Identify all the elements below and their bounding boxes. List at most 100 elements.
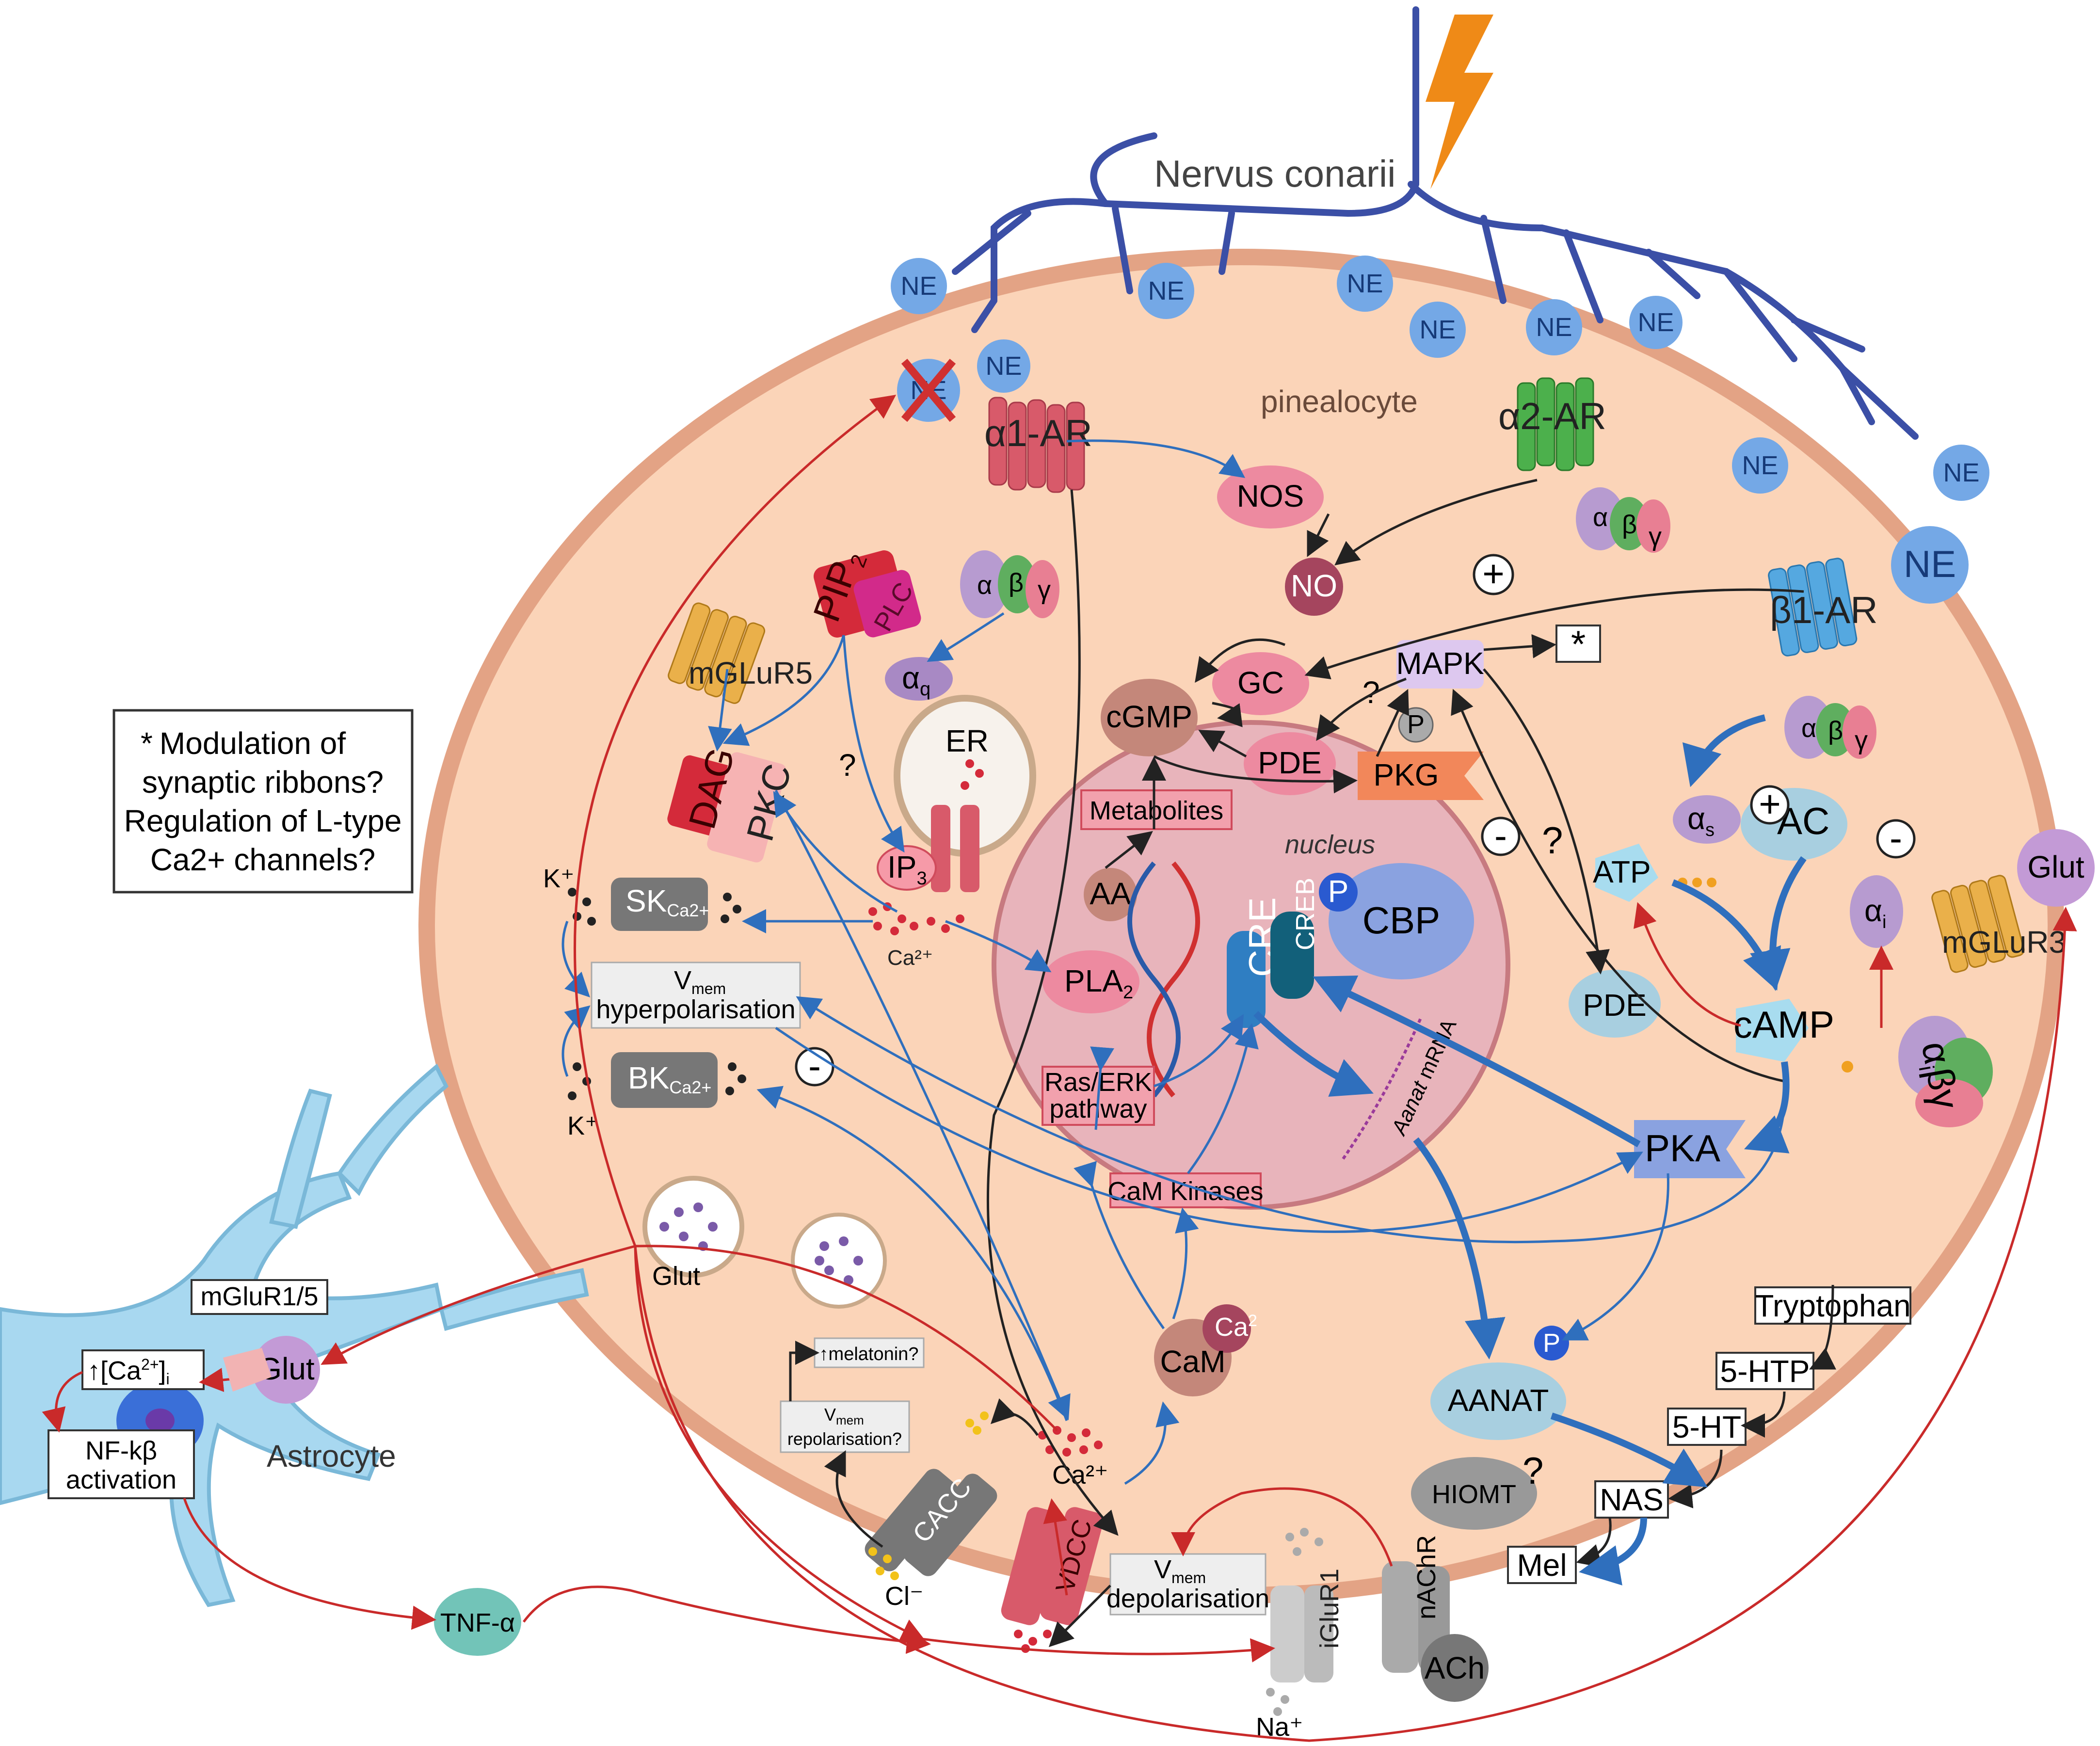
aanat: AANAT (1430, 1362, 1566, 1440)
svg-text:5-HTP: 5-HTP (1720, 1354, 1810, 1389)
svg-text:NE: NE (1536, 313, 1572, 342)
gi-protein-complex-mglur3: αiβγ (1898, 1016, 1993, 1127)
svg-text:depolarisation: depolarisation (1106, 1584, 1269, 1613)
svg-text:K⁺: K⁺ (567, 1111, 599, 1140)
vmem-repolarisation: Vmem repolarisation? (780, 1400, 910, 1453)
svg-text:ACh: ACh (1425, 1650, 1485, 1685)
pkg: PKG (1358, 752, 1484, 800)
svg-text:γ: γ (1649, 522, 1662, 551)
svg-text:iGluR1: iGluR1 (1315, 1569, 1344, 1649)
calmodulin: CaM Ca2 (1154, 1304, 1257, 1396)
svg-text:NE: NE (1904, 543, 1956, 585)
svg-text:γ: γ (1038, 576, 1051, 605)
svg-text:PLA2: PLA2 (1064, 963, 1133, 1003)
svg-text:αs: αs (1687, 801, 1715, 840)
svg-text:NE: NE (1742, 451, 1778, 480)
phospho-p-aanat: P (1534, 1326, 1569, 1361)
nitric-oxide: NO (1285, 558, 1343, 616)
svg-text:NE: NE (1943, 458, 1979, 487)
bk-channel: BKCa2+ (611, 1052, 718, 1108)
svg-text:K⁺: K⁺ (543, 864, 575, 893)
svg-text:NE: NE (1637, 308, 1674, 337)
nervus-conarii (952, 6, 1919, 440)
pla2: PLA2 (1042, 950, 1139, 1013)
svg-text:Mel: Mel (1517, 1548, 1567, 1583)
alpha-q-subunit: αq (885, 657, 953, 701)
svg-text:mGLuR5: mGLuR5 (689, 656, 813, 690)
ip3: IP3 (877, 845, 937, 891)
svg-text:α: α (977, 571, 992, 600)
pde-camp: PDE (1569, 970, 1661, 1038)
svg-text:NE: NE (1347, 269, 1383, 298)
ne-molecule: NE (1629, 296, 1683, 349)
sk-channel: SKCa2+ (611, 878, 709, 931)
svg-text:HIOMT: HIOMT (1432, 1480, 1516, 1509)
svg-text:SKCa2+: SKCa2+ (625, 883, 709, 920)
alpha2-ar-receptor: α2-AR (1498, 377, 1606, 471)
ne-molecule: NE (1526, 299, 1582, 355)
cell-label: pinealocyte (1261, 384, 1418, 419)
tnf-alpha: TNF-α (434, 1588, 521, 1656)
svg-text:Ca2+ channels?: Ca2+ channels? (150, 842, 375, 877)
svg-text:β: β (1828, 716, 1843, 745)
mglur3-receptor: mGLuR3 (1931, 875, 2066, 973)
svg-text:synaptic ribbons?: synaptic ribbons? (142, 765, 384, 800)
calcium-ions-er (868, 759, 984, 935)
svg-text:?: ? (1523, 1449, 1543, 1492)
svg-text:NOS: NOS (1237, 479, 1304, 513)
creb: CREB (1270, 878, 1320, 999)
svg-text:Regulation of L-type: Regulation of L-type (124, 803, 402, 838)
svg-text:αi: αi (1864, 893, 1886, 932)
svg-text:-: - (1890, 817, 1902, 859)
svg-text:AA: AA (1090, 876, 1131, 911)
svg-text:Ca²⁺: Ca²⁺ (1052, 1460, 1108, 1490)
nucleus-label: nucleus (1285, 830, 1375, 859)
svg-text:Ca2: Ca2 (1215, 1312, 1257, 1342)
svg-text:β: β (1622, 510, 1637, 539)
nfkb-activation-box: NF-kβ activation (48, 1429, 195, 1499)
svg-text:Glut: Glut (652, 1262, 700, 1291)
svg-text:α2-AR: α2-AR (1498, 395, 1606, 437)
ne-molecule: NE (977, 339, 1030, 393)
svg-text:PKA: PKA (1645, 1127, 1720, 1169)
svg-text:Glut: Glut (2027, 849, 2084, 884)
calcium-ions-cytoplasm (1038, 1426, 1103, 1457)
alpha1-ar-receptor: α1-AR (984, 397, 1092, 493)
guanylyl-cyclase: GC (1212, 652, 1309, 715)
pka: PKA (1634, 1120, 1746, 1178)
svg-text:IP3: IP3 (887, 849, 927, 889)
svg-text:Cl⁻: Cl⁻ (885, 1582, 924, 1611)
ne-molecule: NE (1138, 263, 1194, 319)
svg-text:mGluR1/5: mGluR1/5 (200, 1282, 318, 1311)
cgmp: cGMP (1101, 679, 1198, 756)
phospho-p-creb: P (1319, 873, 1358, 912)
arachidonic-acid: AA (1084, 868, 1137, 921)
signal-arrows (42, 395, 2077, 1742)
svg-text:NE: NE (900, 272, 937, 301)
chloride-ions (868, 1411, 989, 1580)
iglur1-channel: iGluR1 (1270, 1569, 1344, 1682)
svg-text:5-HT: 5-HT (1672, 1410, 1741, 1444)
svg-text:↑melatonin?: ↑melatonin? (819, 1344, 919, 1364)
glut-astrocyte: Glut (252, 1336, 320, 1404)
ne-molecule: NE (1732, 437, 1788, 494)
melatonin-question: ↑melatonin? (814, 1337, 925, 1368)
svg-text:+: + (1759, 783, 1781, 825)
plus-symbol: + (1750, 783, 1790, 825)
svg-text:↑[Ca2+]i: ↑[Ca2+]i (87, 1356, 170, 1388)
mglur15-box: mGluR1/5 (191, 1279, 328, 1315)
svg-text:PKG: PKG (1373, 757, 1439, 792)
camp: cAMP (1733, 999, 1853, 1073)
gq-protein-complex: α β γ (960, 550, 1059, 618)
svg-text:ATP: ATP (1593, 854, 1651, 889)
svg-text:mGLuR3: mGLuR3 (1942, 925, 2066, 960)
ne-molecule: NE (1933, 445, 1989, 501)
legend-box: *Modulation of synaptic ribbons? Regulat… (112, 709, 414, 894)
svg-text:γ: γ (1855, 726, 1868, 755)
svg-text:αq: αq (902, 660, 930, 700)
svg-text:NO: NO (1291, 568, 1337, 603)
svg-text:Vmem: Vmem (674, 966, 726, 997)
svg-text:P: P (1328, 874, 1349, 909)
